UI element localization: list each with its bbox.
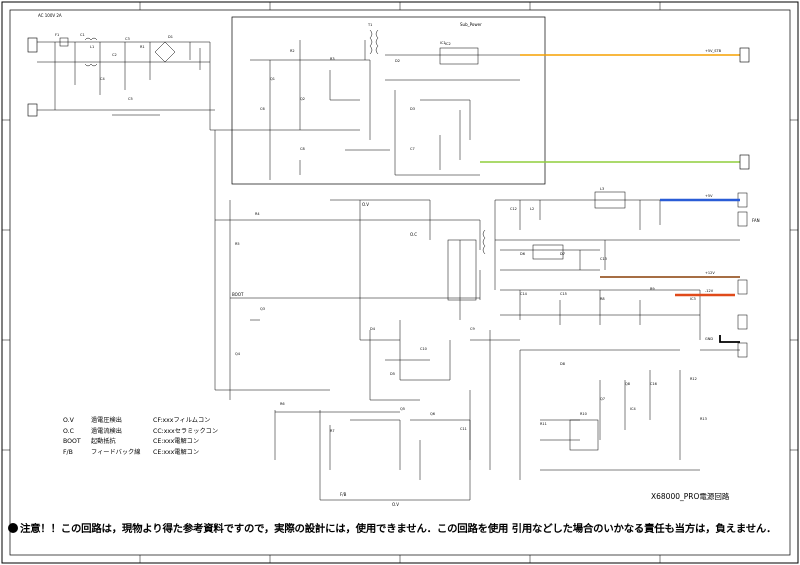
bullet-icon <box>8 523 18 533</box>
component-label: IC2 <box>445 42 451 46</box>
component-label: C7 <box>410 147 415 151</box>
component-label: D6 <box>520 252 525 256</box>
component-label: D8 <box>560 362 565 366</box>
component-label: R3 <box>330 57 335 61</box>
component-label: R10 <box>580 412 587 416</box>
component-label: C4 <box>100 77 105 81</box>
component-label: L1 <box>90 45 94 49</box>
component-label: D7 <box>560 252 565 256</box>
component-label: C14 <box>520 292 528 296</box>
legend-cap: CE:xxx電解コン <box>153 438 200 445</box>
sub-power-block <box>231 16 546 185</box>
legend-cap: CC:xxxセラミックコン <box>153 427 219 435</box>
component-label: Q6 <box>430 412 435 416</box>
component-label: C12 <box>510 207 517 211</box>
component-label: R6 <box>280 402 285 406</box>
component-label: IC4 <box>630 407 636 411</box>
output-tag: +5V_STB <box>705 49 722 53</box>
ground-connector <box>27 103 38 117</box>
legend-row: BOOT 起動抵抗 CE:xxx電解コン <box>63 437 263 448</box>
legend-row: O.C 過電流検出 CC:xxxセラミックコン <box>63 427 263 438</box>
component-label: Q3 <box>260 307 265 311</box>
warning-text: 注意！！この回路は，現物より得た参考資料ですので，実際の設計には，使用できません… <box>20 523 777 535</box>
legend-desc: 起動抵抗 <box>91 438 116 445</box>
component-label: Q1 <box>270 77 275 81</box>
component-label: R1 <box>140 45 145 49</box>
component-label: C2 <box>112 53 117 57</box>
component-label: R7 <box>330 429 335 433</box>
oc-line-label: O.C <box>410 232 417 237</box>
output-tag: GND <box>705 337 713 341</box>
output-wire-black <box>719 335 740 343</box>
ov-line-label: O.V <box>362 202 369 207</box>
component-label: R11 <box>540 422 547 426</box>
component-label: R12 <box>690 377 697 381</box>
sub-power-label: Sub_Power <box>460 22 482 27</box>
legend-abbr: O.C <box>63 427 74 435</box>
legend-desc: 過電圧検出 <box>91 417 122 424</box>
boot-line-label: BOOT <box>232 292 244 297</box>
output-tag: +12V <box>705 271 715 275</box>
legend-cap: CF:xxxフィルムコン <box>153 417 211 424</box>
component-label: IC1 <box>440 41 446 45</box>
legend-abbr: O.V <box>63 417 74 424</box>
component-label: Q7 <box>600 397 605 401</box>
component-label: D4 <box>370 327 376 331</box>
output-tag: +5V <box>705 194 713 198</box>
fan-label: FAN <box>752 218 760 223</box>
component-label: L3 <box>600 187 604 191</box>
component-label: L2 <box>530 207 534 211</box>
ac-input-connector <box>27 37 38 53</box>
component-label: R8 <box>600 297 605 301</box>
component-label: C5 <box>128 97 133 101</box>
component-label: D2 <box>395 59 400 63</box>
legend-desc: フィードバック線 <box>91 448 141 456</box>
component-label: R9 <box>650 287 655 291</box>
legend-cap: CE:xxx電解コン <box>153 448 200 456</box>
warning-note: 注意！！この回路は，現物より得た参考資料ですので，実際の設計には，使用できません… <box>8 520 798 535</box>
component-label: T1 <box>367 23 372 27</box>
legend-row: O.V 過電圧検出 CF:xxxフィルムコン <box>63 416 263 427</box>
output-tag: -12V <box>705 289 714 293</box>
component-label: C15 <box>560 292 567 296</box>
legend-row: F/B フィードバック線 CE:xxx電解コン <box>63 448 263 459</box>
component-label: R5 <box>235 242 240 246</box>
component-label: C11 <box>460 427 467 431</box>
legend-desc: 過電流検出 <box>91 427 122 435</box>
component-label: D3 <box>410 107 415 111</box>
component-label: C8 <box>300 147 305 151</box>
drawing-title: X68000_PRO電源回路 <box>651 492 730 501</box>
component-label: Q5 <box>400 407 405 411</box>
component-label: C3 <box>125 37 130 41</box>
component-label: C16 <box>650 382 657 386</box>
component-label: D1 <box>168 35 173 39</box>
component-label: C1 <box>80 33 85 37</box>
component-label: D5 <box>390 372 395 376</box>
component-label: C13 <box>600 257 607 261</box>
component-label: Q2 <box>300 97 305 101</box>
component-label: Q8 <box>625 382 630 386</box>
ac-input-label: AC 100V 2A <box>38 13 62 18</box>
component-label: Q4 <box>235 352 241 356</box>
component-label: R13 <box>700 417 707 421</box>
component-label: C10 <box>420 347 427 351</box>
component-label: R4 <box>255 212 260 216</box>
fb-line-label: F/B <box>340 492 347 497</box>
component-label: R2 <box>290 49 295 53</box>
component-label: F1 <box>55 33 59 37</box>
component-label: IC3 <box>690 297 696 301</box>
legend-abbr: BOOT <box>63 438 81 445</box>
legend-abbr: F/B <box>63 448 73 456</box>
legend: O.V 過電圧検出 CF:xxxフィルムコン O.C 過電流検出 CC:xxxセ… <box>63 416 263 458</box>
component-label: C6 <box>260 107 265 111</box>
component-label: C9 <box>470 327 475 331</box>
ov-line-label-bottom: O.V <box>392 502 399 507</box>
